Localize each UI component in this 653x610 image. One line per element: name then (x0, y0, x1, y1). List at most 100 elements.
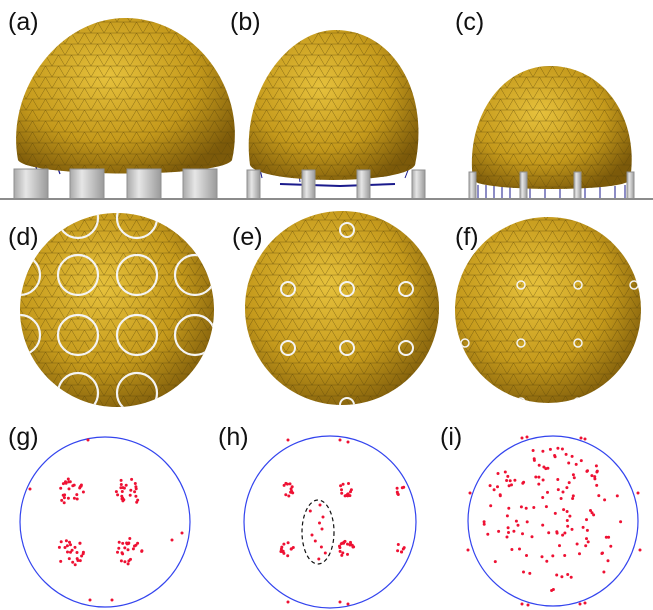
contact-point (564, 452, 568, 456)
contact-point (133, 482, 137, 485)
contact-point (586, 540, 590, 544)
contact-point (489, 504, 493, 508)
panel-e: (e) (232, 211, 439, 405)
contact-point (284, 481, 288, 485)
contact-point (482, 520, 486, 524)
contact-point (338, 546, 342, 550)
contact-point (541, 523, 545, 527)
contact-point (565, 510, 569, 513)
contact-point (319, 545, 323, 549)
contact-point (121, 552, 125, 556)
shell-b (248, 30, 419, 180)
contact-point (595, 483, 599, 487)
contact-point (553, 454, 557, 457)
panel-label-i: (i) (440, 423, 462, 451)
contact-point (571, 494, 575, 498)
contact-point (286, 541, 290, 545)
contact-point (548, 447, 552, 451)
contact-point (395, 486, 399, 490)
contact-point (574, 462, 578, 466)
contact-point (592, 513, 596, 517)
contact-point (585, 528, 589, 532)
contact-point (555, 530, 559, 534)
contact-point (63, 546, 67, 549)
contact-point (567, 461, 571, 465)
contact-point (593, 475, 597, 479)
panel-label-a: (a) (8, 8, 39, 36)
contact-point (579, 459, 583, 463)
contact-point (507, 506, 511, 510)
contact-point (81, 490, 85, 494)
contact-point (120, 494, 124, 498)
contact-point (130, 477, 134, 481)
contact-point (396, 493, 400, 496)
contact-point (282, 551, 286, 555)
contact-point (558, 544, 561, 548)
contact-point (282, 483, 286, 487)
contact-point (556, 478, 560, 481)
contact-point (518, 547, 521, 551)
contact-point (546, 490, 549, 494)
contact-point (505, 479, 509, 482)
contact-point (497, 529, 501, 533)
contact-point (636, 491, 640, 495)
contact-point (346, 542, 349, 546)
contact-point (128, 537, 132, 540)
contact-point (61, 482, 65, 486)
contact-point (338, 600, 342, 604)
contact-point (568, 514, 572, 518)
contact-point (583, 437, 587, 441)
contact-point (72, 496, 76, 500)
contact-point (347, 482, 350, 485)
contact-point (120, 490, 124, 493)
contact-point (119, 559, 123, 563)
contact-point (534, 475, 538, 479)
pillar (573, 171, 582, 200)
contact-point (348, 543, 352, 547)
contact-point (339, 484, 343, 488)
contact-point (59, 486, 63, 490)
contact-point (595, 469, 599, 473)
contact-point (68, 480, 72, 484)
contact-point (396, 549, 400, 553)
pillar (468, 171, 477, 200)
contact-point (64, 481, 68, 485)
contact-point (560, 447, 564, 451)
contact-point (400, 486, 404, 490)
contact-point (133, 490, 137, 494)
contact-point (67, 487, 71, 491)
projection-circle-g (19, 436, 191, 608)
contact-point (602, 570, 606, 574)
contact-point (346, 602, 350, 606)
panel-label-c: (c) (455, 8, 484, 36)
contact-point (551, 554, 555, 558)
contact-point (134, 487, 138, 491)
contact-point (134, 494, 138, 498)
contact-point (514, 519, 518, 523)
pillar (69, 168, 105, 200)
contact-point (342, 541, 346, 545)
contact-point (583, 601, 587, 605)
contact-point (615, 494, 619, 498)
contact-point (638, 548, 642, 552)
contact-point (346, 552, 349, 556)
pillar (411, 169, 426, 200)
contact-points-i (466, 435, 642, 607)
contact-point (349, 490, 352, 494)
contact-point (313, 539, 317, 543)
contact-point (75, 497, 79, 501)
contact-point (63, 493, 67, 497)
contact-point (496, 485, 499, 489)
contact-point (72, 483, 76, 487)
contact-point (79, 483, 83, 487)
contact-point (547, 531, 551, 535)
contact-point (57, 545, 61, 549)
contact-point (119, 483, 123, 486)
contact-points-h (279, 438, 406, 606)
contact-point (286, 554, 290, 558)
contact-point (562, 508, 566, 512)
contact-point (62, 501, 66, 505)
contact-point (572, 476, 576, 480)
contact-point (75, 493, 79, 497)
shell-c (471, 66, 632, 189)
